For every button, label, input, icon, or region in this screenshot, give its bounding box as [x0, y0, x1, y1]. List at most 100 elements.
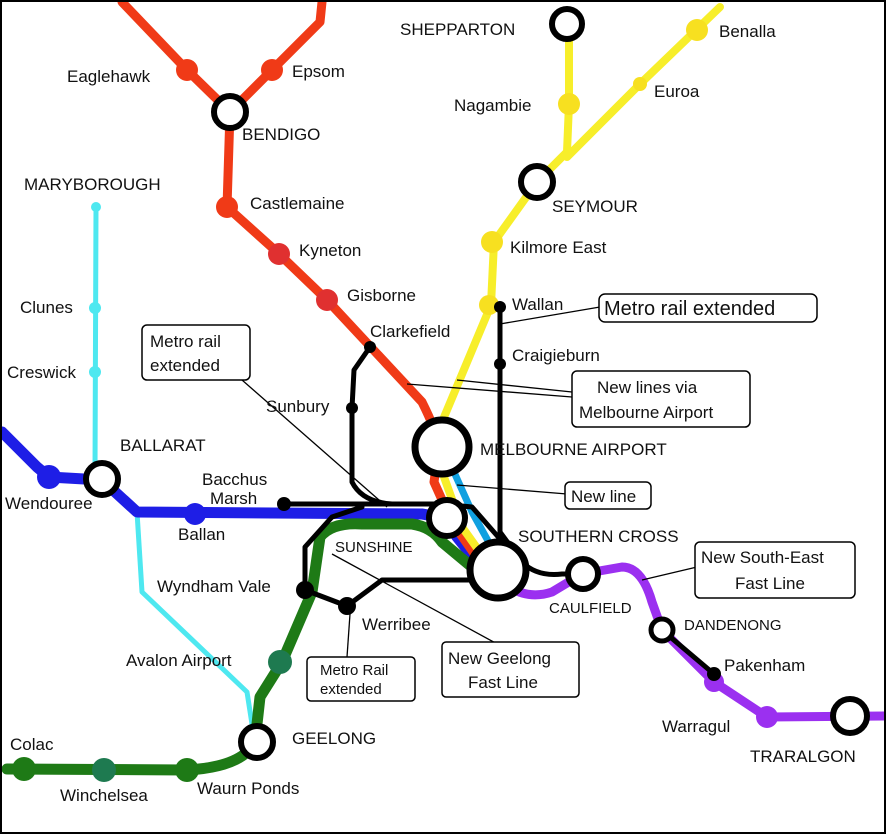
label-pakenham: Pakenham: [724, 656, 805, 675]
label-benalla: Benalla: [719, 22, 776, 41]
station-maryborough[interactable]: [91, 202, 101, 212]
label-colac: Colac: [10, 735, 54, 754]
label-clunes: Clunes: [20, 298, 73, 317]
hub-southern-cross[interactable]: [466, 538, 530, 602]
hub-ballarat[interactable]: [83, 460, 121, 498]
label-geelong: GEELONG: [292, 729, 376, 748]
label-nagambie: Nagambie: [454, 96, 532, 115]
callout-text: extended: [150, 356, 220, 375]
label-waurn-ponds: Waurn Ponds: [197, 779, 299, 798]
station-gisborne[interactable]: [316, 289, 338, 311]
label-creswick: Creswick: [7, 363, 76, 382]
callout-text: Fast Line: [468, 673, 538, 692]
station-wallan-regional[interactable]: [479, 295, 499, 315]
station-kilmore[interactable]: [481, 231, 503, 253]
callout-text: New South-East: [701, 548, 824, 567]
callout-text: Metro Rail: [320, 662, 388, 679]
label-kilmore: Kilmore East: [510, 238, 607, 257]
label-traralgon: TRARALGON: [750, 747, 856, 766]
label-wyndham-vale: Wyndham Vale: [157, 577, 271, 596]
hub-sunshine[interactable]: [426, 497, 468, 539]
hub-caulfield[interactable]: [565, 556, 601, 592]
hub-geelong[interactable]: [238, 723, 276, 761]
station-werribee[interactable]: [338, 597, 356, 615]
callout-leaders: [241, 306, 698, 658]
hub-shepparton[interactable]: [549, 6, 585, 42]
label-sunbury: Sunbury: [266, 397, 330, 416]
label-eaglehawk: Eaglehawk: [67, 67, 151, 86]
hub-bendigo[interactable]: [211, 93, 249, 131]
station-ballan[interactable]: [184, 503, 206, 525]
station-wallan[interactable]: [494, 301, 506, 313]
label-bacchus: Bacchus: [202, 470, 267, 489]
bendigo-line: [117, 2, 485, 567]
hub-melbourne-airport[interactable]: [411, 416, 473, 478]
callout-text: Metro rail: [150, 332, 221, 351]
station-colac[interactable]: [12, 757, 36, 781]
label-epsom: Epsom: [292, 62, 345, 81]
label-sunshine: SUNSHINE: [335, 539, 413, 556]
hub-traralgon[interactable]: [830, 696, 870, 736]
label-caulfield: CAULFIELD: [549, 600, 632, 617]
geelong-line: [2, 518, 478, 776]
label-marsh: Marsh: [210, 489, 257, 508]
label-winchelsea: Winchelsea: [60, 786, 148, 805]
station-waurn-ponds[interactable]: [175, 758, 199, 782]
callout-text: New line: [571, 487, 636, 506]
callout-airport-lines: New lines via Melbourne Airport: [571, 370, 751, 428]
callout-text: New Geelong: [448, 649, 551, 668]
label-southern-cross: SOUTHERN CROSS: [518, 527, 679, 546]
label-gisborne: Gisborne: [347, 286, 416, 305]
station-dots: [12, 19, 778, 782]
station-warragul[interactable]: [756, 706, 778, 728]
callout-text: New lines via: [597, 378, 698, 397]
label-ballarat: BALLARAT: [120, 436, 206, 455]
callout-text: extended: [320, 681, 382, 698]
label-avalon: Avalon Airport: [126, 651, 232, 670]
station-wyndham-vale[interactable]: [296, 581, 314, 599]
callout-geelong-fast: New Geelong Fast Line: [441, 641, 580, 698]
label-melbourne-airport: MELBOURNE AIRPORT: [480, 440, 667, 459]
station-eaglehawk[interactable]: [176, 59, 198, 81]
callout-text: Metro rail extended: [604, 298, 775, 320]
station-pakenham[interactable]: [707, 667, 721, 681]
label-wendouree: Wendouree: [5, 494, 93, 513]
maryborough-line: [92, 204, 257, 740]
station-bacchus-marsh[interactable]: [277, 497, 291, 511]
callout-metro-north: Metro rail extended: [598, 293, 818, 323]
station-euroa[interactable]: [633, 77, 647, 91]
callout-text: Melbourne Airport: [579, 403, 713, 422]
station-epsom[interactable]: [261, 59, 283, 81]
station-benalla[interactable]: [686, 19, 708, 41]
station-clunes[interactable]: [89, 302, 101, 314]
station-wendouree[interactable]: [37, 465, 61, 489]
label-ballan: Ballan: [178, 525, 225, 544]
station-clarkefield[interactable]: [364, 341, 376, 353]
hub-seymour[interactable]: [518, 163, 556, 201]
station-craigieburn[interactable]: [494, 358, 506, 370]
callout-metro-werribee: Metro Rail extended: [306, 656, 416, 702]
label-warragul: Warragul: [662, 717, 730, 736]
station-creswick[interactable]: [89, 366, 101, 378]
label-bendigo: BENDIGO: [242, 125, 320, 144]
callout-metro-left: Metro rail extended: [141, 324, 251, 381]
label-shepparton: SHEPPARTON: [400, 20, 515, 39]
callout-new-line: New line: [564, 481, 652, 510]
station-kyneton[interactable]: [268, 243, 290, 265]
station-castlemaine[interactable]: [216, 196, 238, 218]
label-craigieburn: Craigieburn: [512, 346, 600, 365]
label-clarkefield: Clarkefield: [370, 322, 450, 341]
station-nagambie[interactable]: [558, 93, 580, 115]
hub-dandenong[interactable]: [648, 616, 676, 644]
label-euroa: Euroa: [654, 82, 700, 101]
callout-text: Fast Line: [735, 574, 805, 593]
station-labels: SHEPPARTON Benalla Euroa Nagambie SEYMOU…: [5, 20, 856, 805]
station-winchelsea[interactable]: [92, 758, 116, 782]
label-wallan: Wallan: [512, 295, 563, 314]
label-kyneton: Kyneton: [299, 241, 361, 260]
label-dandenong: DANDENONG: [684, 617, 782, 634]
station-avalon[interactable]: [268, 650, 292, 674]
station-sunbury[interactable]: [346, 402, 358, 414]
